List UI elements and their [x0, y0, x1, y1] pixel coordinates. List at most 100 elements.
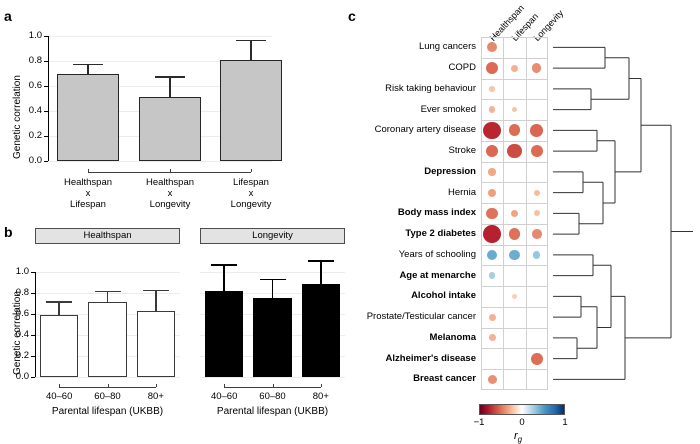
- facet-strip: Healthspan: [35, 228, 180, 244]
- heatmap-dot: [483, 225, 502, 244]
- row-label: COPD: [448, 62, 476, 74]
- heatmap-dot: [487, 42, 498, 53]
- row-label: Alzheimer's disease: [385, 352, 476, 364]
- row-label: Stroke: [448, 145, 476, 157]
- bar: [136, 310, 176, 377]
- x-axis-category-label: 60–80: [259, 391, 286, 402]
- error-bar-cap: [236, 39, 266, 42]
- x-axis-tick: [107, 384, 109, 387]
- y-axis-line: [35, 271, 36, 377]
- heatmap-dot: [533, 210, 540, 217]
- y-axis-tick: [31, 355, 35, 357]
- x-axis-category-label: 40–60: [210, 391, 238, 402]
- x-axis-tick: [251, 169, 252, 172]
- y-axis-tick-label: 0.8: [28, 55, 42, 67]
- gridline: [48, 36, 272, 38]
- y-axis-tick: [44, 111, 48, 113]
- y-axis-tick: [44, 161, 48, 162]
- bar: [220, 59, 282, 161]
- error-bar-line: [223, 264, 225, 291]
- grid-hline: [481, 203, 548, 204]
- heatmap-dot: [531, 229, 542, 239]
- y-axis-tick-label: 0.8: [15, 286, 29, 298]
- row-label: Body mass index: [397, 207, 476, 219]
- legend-title-sub: g: [517, 435, 523, 444]
- panel-b-x-axis-label: Parental lifespan (UKBB): [51, 406, 164, 417]
- row-label: Ever smoked: [420, 103, 476, 115]
- y-axis-tick-label: 0.6: [28, 80, 42, 92]
- x-axis-category-label: 60–80: [94, 391, 121, 402]
- grid-hline: [481, 99, 548, 101]
- heatmap-dot: [486, 207, 498, 220]
- grid-hline: [481, 265, 548, 267]
- y-axis-tick: [31, 377, 35, 378]
- heatmap-dot: [507, 143, 522, 159]
- heatmap-dot: [530, 124, 544, 137]
- x-axis-tick: [320, 384, 322, 387]
- facet-strip: Longevity: [200, 228, 345, 244]
- gridline: [48, 61, 272, 63]
- y-axis-tick-label: 0.0: [28, 155, 42, 166]
- grid-hline: [481, 78, 548, 80]
- panel-a-y-axis-label: Genetic correlation: [12, 75, 23, 159]
- gridline: [35, 271, 180, 273]
- heatmap-dot: [488, 313, 496, 321]
- grid-hline: [481, 120, 548, 121]
- grid-hline: [481, 182, 548, 184]
- gridline: [48, 86, 272, 88]
- grid-hline: [481, 286, 548, 287]
- x-axis-bracket: [59, 387, 156, 388]
- legend-tick-label: 1: [562, 417, 568, 428]
- y-axis-tick-label: 1.0: [15, 265, 29, 277]
- x-axis-tick: [272, 384, 274, 387]
- heatmap-dot: [488, 334, 496, 342]
- heatmap-dot: [485, 144, 499, 158]
- heatmap-dot: [508, 228, 521, 240]
- row-label: Risk taking behaviour: [385, 82, 476, 94]
- error-bar-cap: [155, 76, 185, 78]
- y-axis-tick-label: 0.2: [28, 130, 42, 142]
- heatmap-dot: [488, 168, 496, 176]
- bar: [301, 284, 341, 377]
- heatmap-dot: [489, 86, 495, 92]
- heatmap-dot: [532, 63, 542, 73]
- y-axis-tick: [44, 86, 48, 88]
- heatmap-dot: [533, 189, 540, 196]
- grid-hline: [481, 244, 548, 246]
- row-label: Melanoma: [429, 331, 476, 343]
- error-bar-cap: [211, 264, 238, 266]
- y-axis-tick-label: 0.4: [15, 328, 29, 340]
- error-bar-cap: [73, 63, 103, 66]
- grid-hline: [481, 57, 548, 59]
- bar: [139, 97, 201, 161]
- panel-b-y-axis-label: Genetic correlation: [12, 291, 23, 375]
- bar: [253, 298, 292, 377]
- heatmap-dot: [510, 209, 519, 218]
- error-bar-line: [155, 289, 157, 311]
- error-bar-line: [320, 260, 322, 285]
- heatmap-dot: [511, 64, 518, 72]
- error-bar-line: [250, 39, 252, 60]
- heatmap-dot: [509, 249, 520, 260]
- x-axis-category-line: Longevity: [230, 199, 272, 210]
- legend-title-main: r: [514, 430, 518, 442]
- heatmap-dot: [487, 374, 497, 384]
- heatmap-dot: [486, 249, 498, 261]
- row-label: Breast cancer: [413, 373, 476, 385]
- gridline: [48, 161, 272, 162]
- color-legend-bar: [479, 404, 565, 415]
- bar: [57, 73, 119, 161]
- panel-a-letter: a: [4, 8, 12, 24]
- panel-b-letter: b: [4, 224, 13, 240]
- bar: [39, 314, 79, 377]
- y-axis-tick: [44, 36, 48, 38]
- row-label: Alcohol intake: [411, 290, 476, 302]
- heatmap-dot: [508, 124, 521, 137]
- grid-hline: [481, 327, 548, 329]
- y-axis-tick-label: 0.6: [15, 307, 29, 319]
- x-axis-category-line: x: [85, 188, 91, 199]
- y-axis-tick: [31, 271, 35, 273]
- legend-tick-label: 0: [519, 417, 525, 428]
- legend-title: rg: [514, 430, 522, 444]
